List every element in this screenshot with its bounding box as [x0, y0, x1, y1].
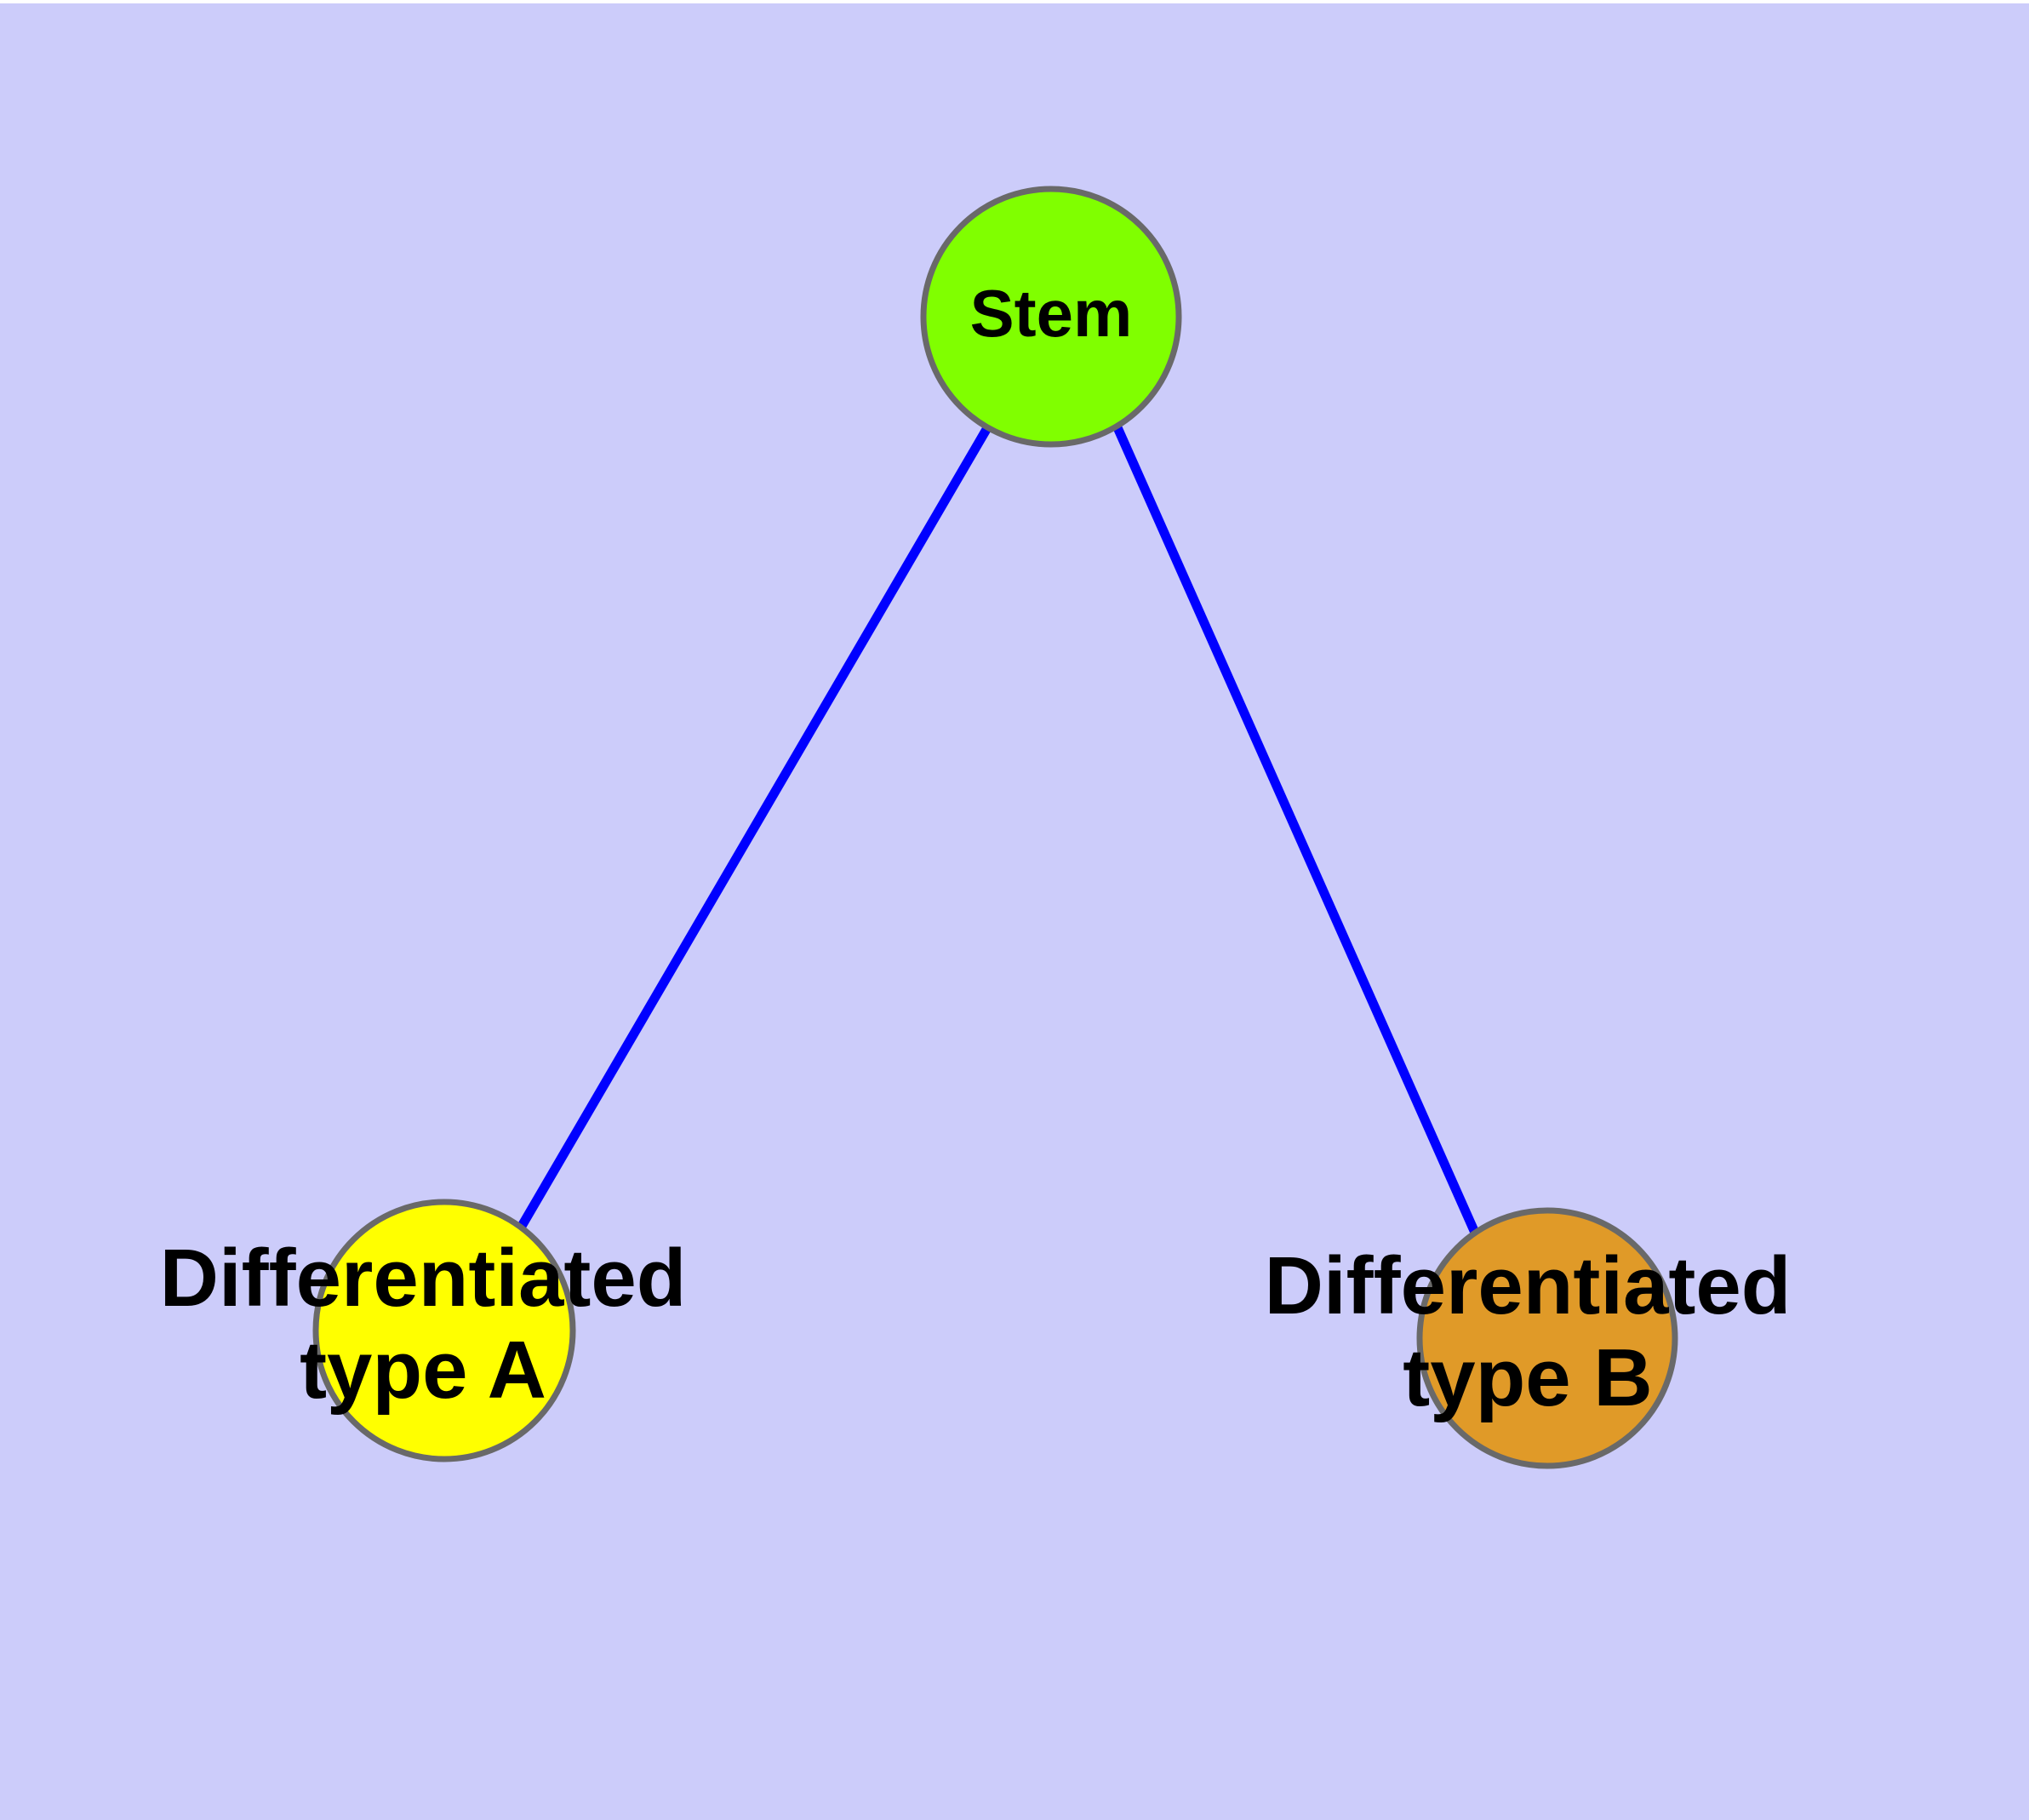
node-differentiated-type-b-circle[interactable] [1416, 1207, 1678, 1469]
node-stem-circle[interactable] [920, 186, 1182, 448]
edge-stem-to-differentiated-type-b[interactable] [1112, 423, 1480, 1235]
node-stem[interactable]: Stem [920, 186, 1182, 448]
edge-stem-to-differentiated-type-a[interactable] [517, 424, 992, 1230]
node-stem-label: Stem [970, 276, 1133, 351]
edge-layer [517, 423, 1480, 1235]
node-differentiated-type-a-circle[interactable] [312, 1199, 576, 1462]
